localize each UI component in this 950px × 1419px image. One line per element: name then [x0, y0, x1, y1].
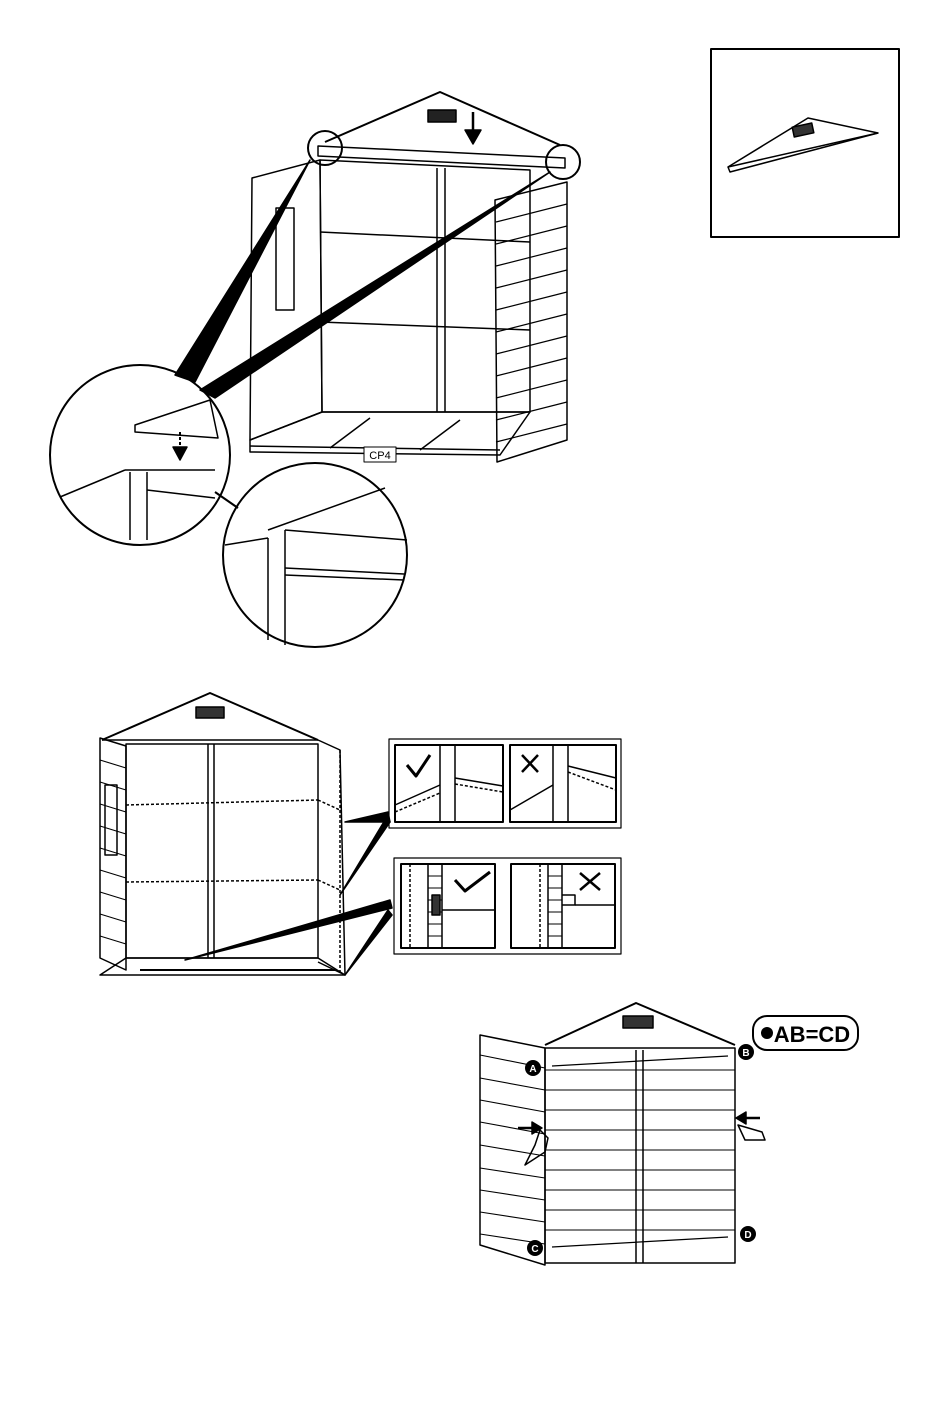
left-window — [276, 208, 294, 310]
hand-push-icon — [736, 1112, 765, 1140]
cross-mark-icon — [522, 755, 538, 772]
roof-vent — [196, 707, 224, 718]
check-mark-icon — [455, 872, 490, 891]
inset-roof-piece — [711, 49, 899, 237]
corner-letter-d: D — [744, 1230, 751, 1241]
roof-vent — [623, 1016, 653, 1028]
step3-shed-drawing — [480, 1003, 765, 1265]
hand-push-icon — [518, 1122, 548, 1165]
left-window — [105, 785, 117, 855]
part-label-cp4: CP4 — [369, 450, 390, 462]
cross-mark-icon — [580, 873, 600, 890]
equation-text: AB=CD — [774, 1022, 850, 1047]
step1-shed-drawing — [50, 92, 580, 647]
roof-vent — [428, 110, 456, 122]
alignment-check-top — [389, 739, 621, 828]
detail-circle-left — [50, 365, 230, 545]
step2-shed-drawing — [100, 693, 392, 975]
alignment-check-bottom — [394, 858, 621, 954]
detail-circle-right — [223, 463, 407, 647]
corner-letter-c: C — [531, 1244, 538, 1255]
check-mark-icon — [407, 755, 430, 776]
corner-letter-a: A — [529, 1064, 536, 1075]
corner-letter-b: B — [742, 1048, 749, 1059]
arrow-down-icon — [465, 112, 481, 144]
